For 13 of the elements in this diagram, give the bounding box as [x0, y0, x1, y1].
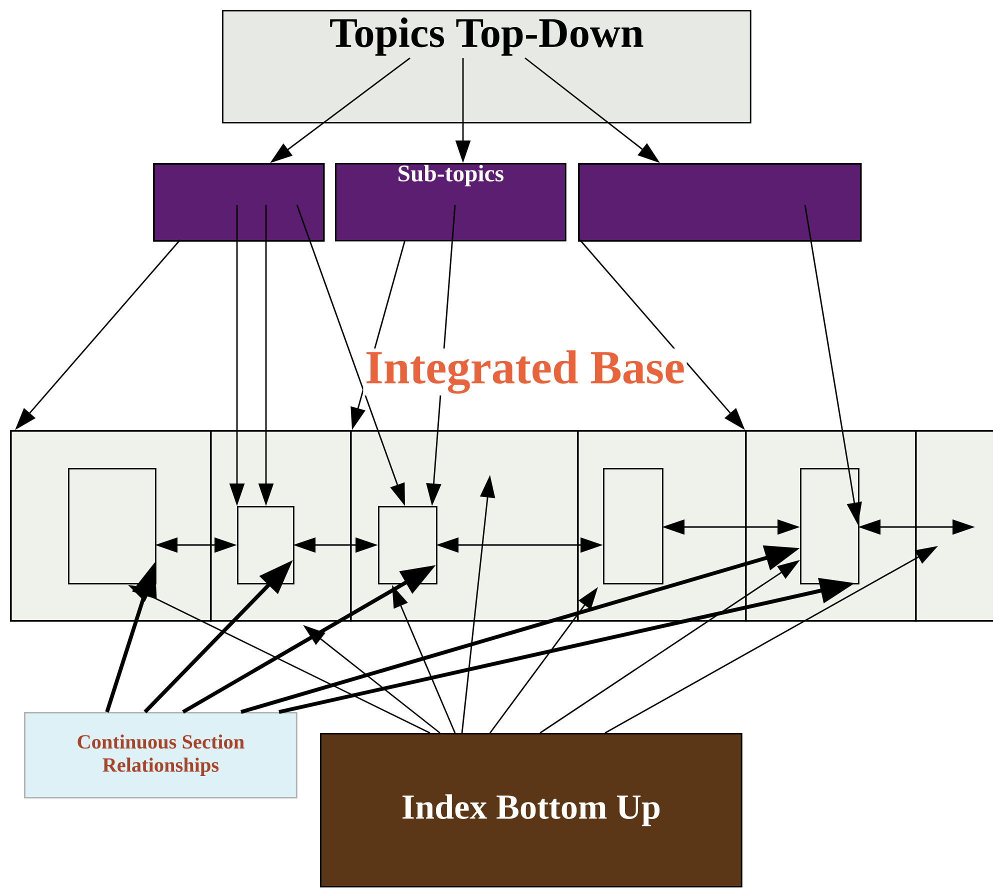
entry-box — [603, 468, 664, 584]
topic-box: Topics Top-Down — [222, 10, 752, 124]
entry-box — [68, 468, 156, 584]
subtopic-box: Sub-topics — [335, 163, 566, 242]
index-box: Index Bottom Up — [320, 733, 742, 888]
section-heading: Integrated Base — [363, 348, 687, 396]
entry-box — [800, 468, 860, 584]
entry-box — [237, 506, 294, 584]
section-box — [915, 430, 993, 622]
subtopic-box — [153, 163, 325, 242]
entry-box — [378, 506, 438, 584]
subtopic-box — [578, 163, 862, 242]
relationship-box: Continuous Section Relationships — [24, 712, 298, 798]
